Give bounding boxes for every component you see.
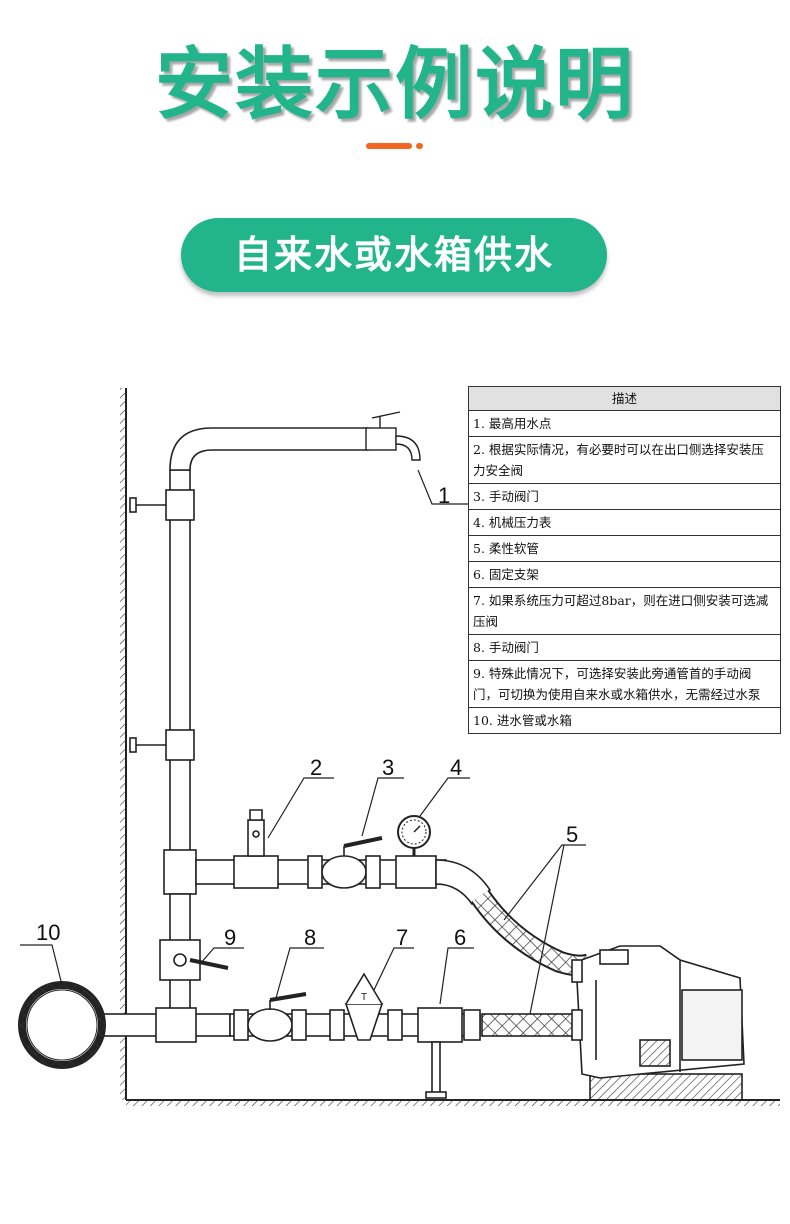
- callout-4: 4: [450, 755, 463, 780]
- table-row: 6. 固定支架: [469, 562, 780, 588]
- reducer-mark: T: [361, 992, 367, 1003]
- description-table: 描述 1. 最高用水点 2. 根据实际情况，有必要时可以在出口侧选择安装压力安全…: [468, 386, 781, 734]
- callout-5: 5: [566, 822, 579, 847]
- callout-9: 9: [224, 925, 237, 950]
- callout-10: 10: [36, 920, 61, 945]
- title-divider: [366, 143, 412, 149]
- title-divider-dot: [416, 143, 423, 149]
- table-row: 7. 如果系统压力可超过8bar，则在进口侧安装可选减压阀: [469, 588, 780, 635]
- callout-6: 6: [454, 925, 467, 950]
- pressure-gauge-icon: [397, 815, 431, 856]
- section-label: 自来水或水箱供水: [181, 218, 607, 292]
- callout-2: 2: [310, 755, 323, 780]
- table-row: 2. 根据实际情况，有必要时可以在出口侧选择安装压力安全阀: [469, 437, 780, 484]
- callout-8: 8: [304, 925, 317, 950]
- wall: [120, 388, 127, 1100]
- table-row: 1. 最高用水点: [469, 411, 780, 437]
- table-row: 9. 特殊此情况下，可选择安装此旁通管首的手动阀门，可切换为使用自来水或水箱供水…: [469, 661, 780, 708]
- table-row: 5. 柔性软管: [469, 536, 780, 562]
- table-row: 10. 进水管或水箱: [473, 713, 572, 728]
- inlet-pipe: [99, 893, 481, 1099]
- callout-3: 3: [382, 755, 395, 780]
- callout-7: 7: [396, 925, 409, 950]
- water-tank-icon: [18, 981, 106, 1069]
- table-row: 8. 手动阀门: [469, 635, 780, 661]
- installation-diagram: T: [18, 388, 780, 1106]
- table-row: 4. 机械压力表: [469, 510, 780, 536]
- callout-1: 1: [438, 483, 451, 508]
- pump-icon: [571, 945, 745, 1101]
- page-title: 安装示例说明: [154, 40, 635, 130]
- table-header: 描述: [469, 387, 780, 411]
- faucet-icon: [365, 411, 421, 461]
- floor: [126, 1099, 780, 1106]
- outlet-pipe: [163, 809, 492, 906]
- riser-pipe: [129, 427, 369, 871]
- table-row: 3. 手动阀门: [469, 484, 780, 510]
- callout-leaders: [20, 469, 586, 1015]
